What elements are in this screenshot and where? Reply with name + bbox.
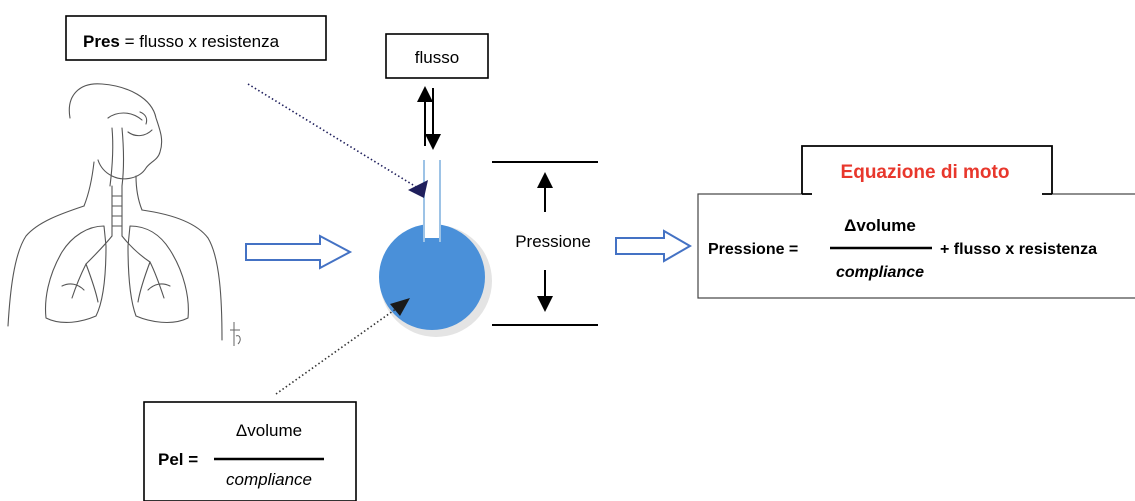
signature-mark-icon <box>230 322 241 346</box>
equation-lhs: Pressione = <box>708 241 798 258</box>
equation-denominator: compliance <box>836 264 924 281</box>
flusso-label: flusso <box>415 48 459 67</box>
pres-label-rest: = flusso x resistenza <box>120 32 280 51</box>
pel-pointer-icon <box>275 305 401 395</box>
equation-numerator: Δvolume <box>844 216 916 235</box>
pres-label-bold: Pres <box>83 32 120 51</box>
pel-box <box>143 401 357 501</box>
flow-arrows-icon <box>417 86 441 150</box>
pressure-bracket-icon <box>492 161 598 326</box>
block-arrow-1-icon <box>245 234 353 270</box>
pel-numerator: Δvolume <box>236 421 302 440</box>
pres-pointer-icon <box>247 83 419 189</box>
respiratory-system-illustration-icon <box>7 83 223 341</box>
equation-box <box>697 193 1135 299</box>
equation-title-frame <box>801 145 1053 194</box>
block-arrow-2-icon <box>615 229 693 263</box>
equation-title-tab <box>802 145 1052 197</box>
pres-label: Pres = flusso x resistenza <box>83 32 280 51</box>
pel-lhs: Pel = <box>158 450 198 469</box>
flusso-box <box>385 33 489 79</box>
alveolus-balloon-icon <box>379 160 492 337</box>
pressione-label: Pressione <box>515 232 591 251</box>
equation-title: Equazione di moto <box>841 162 1010 183</box>
pel-pointer-head-icon <box>390 298 410 316</box>
pres-pointer-head-icon <box>408 180 428 198</box>
equation-rhs: + flusso x resistenza <box>940 241 1097 258</box>
pel-denominator: compliance <box>226 470 312 489</box>
pres-box <box>65 15 327 61</box>
